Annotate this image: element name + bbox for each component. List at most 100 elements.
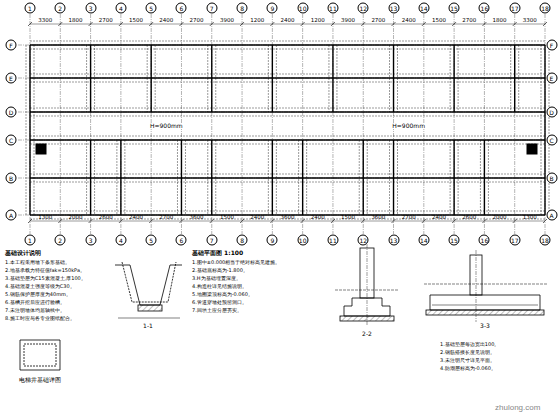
grid-line — [18, 178, 546, 179]
note-line: 7.回填土应分层夯实。 — [192, 308, 242, 313]
wall-line — [120, 140, 121, 215]
note-line: 2.钢筋搭接长度见说明。 — [440, 350, 495, 355]
axis-bubble: A — [6, 210, 17, 221]
dimension-tick — [452, 22, 456, 26]
plan-lines — [18, 14, 549, 234]
grid-line — [18, 140, 546, 141]
dimension-tick — [119, 219, 123, 223]
axis-bubble: D — [546, 107, 557, 118]
axis-bubble: 1 — [25, 3, 36, 14]
wall-line — [453, 140, 454, 215]
footing-edge — [30, 49, 545, 50]
dimension-text: 2700 — [159, 215, 173, 221]
footing-edge — [147, 45, 148, 112]
axis-bubble: 12 — [358, 235, 369, 246]
footing-edge — [276, 45, 277, 112]
grid-line — [18, 112, 546, 113]
footing-edge — [328, 45, 329, 112]
axis-bubble: 6 — [176, 235, 187, 246]
dimension-text: 1800 — [68, 18, 82, 24]
wall-line — [393, 140, 394, 215]
note-line: 3.H为基础埋置深度。 — [192, 276, 241, 281]
dimension-text: 1200 — [250, 18, 264, 24]
wall-line — [90, 140, 91, 215]
dimension-text: 2400 — [281, 18, 295, 24]
grid-line — [120, 14, 121, 234]
axis-bubble: E — [6, 73, 17, 84]
dimension-tick — [270, 22, 274, 26]
footing-edge — [30, 174, 545, 175]
dimension-text: 2400 — [402, 18, 416, 24]
wall-line — [272, 140, 273, 215]
footing-edge — [30, 74, 545, 75]
dimension-text: 1300 — [38, 215, 52, 221]
strip-footing-section — [424, 250, 548, 322]
dimension-text: 2400 — [159, 18, 173, 24]
footing-edge — [367, 140, 368, 215]
axis-bubble: 9 — [267, 235, 278, 246]
dimension-tick — [422, 219, 426, 223]
wall-line — [90, 45, 91, 112]
wall-line — [272, 45, 273, 112]
note-line: 7.未注明墙体均居轴线中。 — [5, 308, 65, 313]
grid-line — [242, 14, 243, 234]
axis-bubble: B — [546, 173, 557, 184]
dimension-tick — [361, 219, 365, 223]
footing-edge — [30, 108, 545, 109]
dimension-text: 1500 — [341, 215, 355, 221]
dimension-text: 2400 — [129, 215, 143, 221]
dimension-text: 1800 — [493, 18, 507, 24]
wall-line — [30, 44, 545, 45]
dimension-text: 1500 — [220, 215, 234, 221]
section-mark: 2-2 — [361, 331, 373, 337]
dimension-text: 3900 — [341, 18, 355, 24]
dimension-text: 2400 — [311, 215, 325, 221]
axis-bubble: 7 — [206, 235, 217, 246]
wall-line — [332, 45, 333, 112]
pit-symbol — [36, 144, 46, 154]
dimension-text: 2400 — [250, 215, 264, 221]
dimension-tick — [179, 219, 183, 223]
footing-edge — [215, 45, 216, 112]
axis-bubble: 10 — [297, 235, 308, 246]
axis-bubble: 14 — [418, 235, 429, 246]
axis-bubble: 18 — [540, 235, 551, 246]
detail-title: 电梯井基础详图 — [18, 377, 62, 383]
dimension-text: 1300 — [523, 215, 537, 221]
dimension-line — [30, 24, 545, 25]
wall-line — [514, 45, 515, 112]
footing-edge — [155, 45, 156, 112]
footing-edge — [30, 82, 545, 83]
dimension-tick — [149, 22, 153, 26]
dimension-tick — [543, 219, 547, 223]
footing-edge — [389, 45, 390, 112]
wall-line — [453, 45, 454, 112]
axis-bubble: F — [546, 40, 557, 51]
grid-line — [18, 45, 546, 46]
wall-line — [393, 45, 394, 112]
note-line: 1.基础垫层每边宽出100。 — [440, 342, 499, 347]
axis-bubble: 3 — [85, 3, 96, 14]
footing-edge — [26, 45, 27, 215]
axis-bubble: 8 — [237, 3, 248, 14]
note-line: 6.基槽开挖后应进行验槽。 — [5, 300, 65, 305]
wall-line — [181, 140, 182, 215]
note-line: 4.构造柱详见结施说明。 — [192, 284, 247, 289]
dimension-tick — [392, 22, 396, 26]
axis-bubble: C — [546, 135, 557, 146]
axis-bubble: 15 — [449, 3, 460, 14]
axis-bubble: A — [546, 210, 557, 221]
dimension-tick — [301, 219, 305, 223]
footing-edge — [276, 140, 277, 215]
footing-edge — [94, 140, 95, 215]
axis-bubble: 12 — [358, 3, 369, 14]
dimension-tick — [179, 22, 183, 26]
wall-line — [30, 139, 545, 140]
dimension-tick — [89, 219, 93, 223]
dimension-tick — [210, 219, 214, 223]
wall-line — [484, 140, 485, 215]
footing-edge — [397, 45, 398, 112]
footing-edge — [458, 45, 459, 112]
dimension-text: 2400 — [432, 215, 446, 221]
axis-bubble: 5 — [146, 235, 157, 246]
